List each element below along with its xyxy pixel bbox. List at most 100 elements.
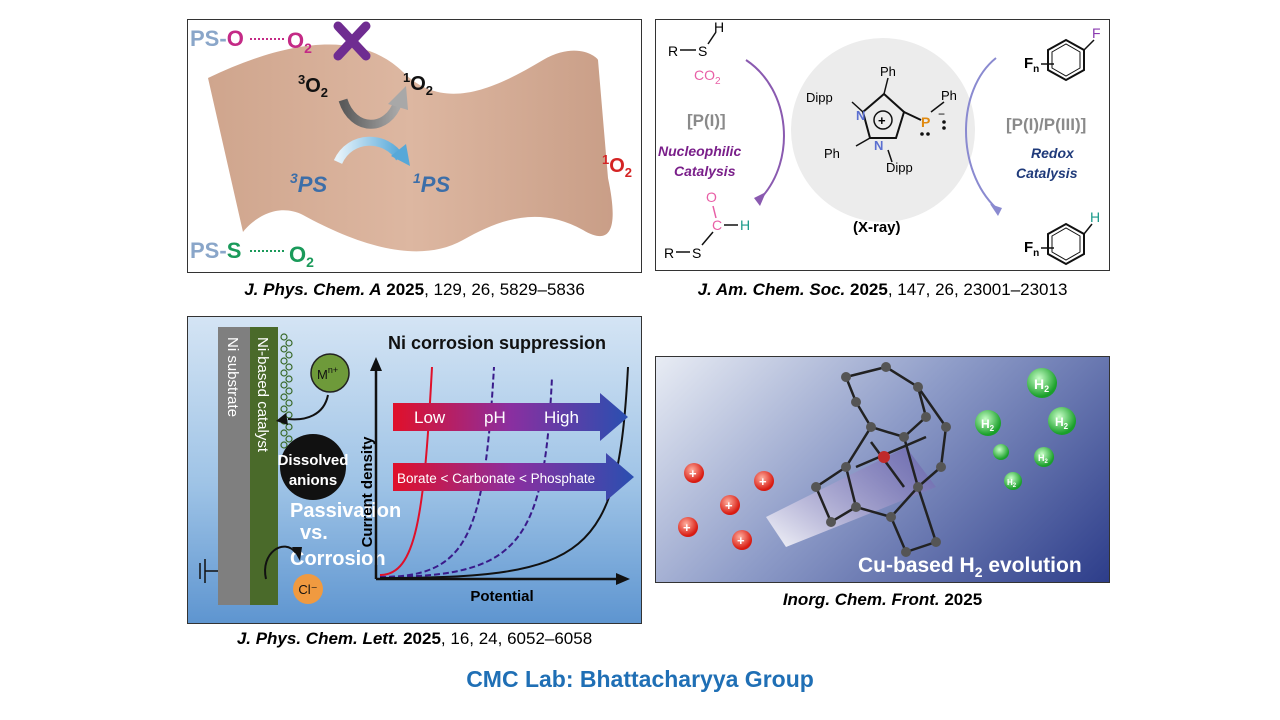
ni-catalyst-label: Ni-based catalyst [254, 337, 271, 453]
svg-text:S: S [698, 43, 707, 59]
panel-singlet-oxygen: PS-O O2 3O2 1O2 3PS 1PS 1O2 PS-S O2 [187, 19, 642, 273]
ni-catalyst-bar [250, 327, 278, 605]
svg-text:H: H [740, 217, 750, 233]
curve-black [379, 366, 629, 579]
co2-label: CO2 [694, 67, 721, 87]
svg-text:Nucleophilic: Nucleophilic [658, 143, 741, 159]
ph-label-3: Ph [941, 88, 957, 103]
svg-text:Redox: Redox [1031, 145, 1075, 161]
svg-text:High: High [544, 408, 579, 427]
anion-order-label: Borate < Carbonate < Phosphate [397, 471, 595, 486]
singlet-oxygen-scheme: PS-O O2 3O2 1O2 3PS 1PS 1O2 PS-S O2 [190, 21, 632, 270]
panel-phosphorus-catalysis: + N N P − Ph Ph Dipp Ph Dipp (X-ray) R S… [655, 19, 1110, 271]
svg-text:+: + [689, 466, 697, 481]
triplet-ps: 3PS [290, 170, 327, 197]
svg-text:H2: H2 [1007, 478, 1017, 489]
catalyst-backdrop [791, 38, 975, 222]
left-arrow-icon [745, 59, 785, 199]
ph-label-1: Ph [880, 64, 896, 79]
caption-4: Inorg. Chem. Front. 2025 [782, 590, 983, 609]
ph-label-2: Ph [824, 146, 840, 161]
caption-1: J. Phys. Chem. A 2025, 129, 26, 5829–583… [244, 280, 585, 299]
svg-text:H: H [1090, 209, 1100, 225]
panel-ni-corrosion: Ni substrate Ni-based catalyst Ni corros… [187, 316, 642, 624]
ps-o-label: PS-O [190, 26, 244, 51]
svg-text:R: R [664, 245, 674, 261]
corrosion-label: Corrosion [290, 548, 386, 570]
o2-label-top: O2 [287, 28, 312, 56]
material-sheet [208, 44, 613, 252]
svg-text:R: R [668, 43, 678, 59]
catalysis-scheme: + N N P − Ph Ph Dipp Ph Dipp (X-ray) R S… [658, 20, 1101, 266]
ps-s-label: PS-S [190, 238, 241, 263]
svg-text:+: + [725, 498, 733, 513]
svg-text:anions: anions [289, 472, 337, 489]
cu-complex-scheme: + + + + + H2 H2 H2 H2 H2 Cu-based H2 evo… [678, 362, 1082, 580]
curve-dashed-1 [379, 366, 495, 578]
charge-plus: + [878, 113, 886, 128]
svg-text:F: F [1092, 25, 1101, 41]
x-axis-label: Potential [470, 588, 533, 605]
panel-cu-h2: + + + + + H2 H2 H2 H2 H2 Cu-based H2 evo… [655, 356, 1110, 583]
corrosion-scheme: Ni substrate Ni-based catalyst Ni corros… [199, 327, 634, 605]
nitrogen-1: N [856, 108, 865, 123]
nitrogen-2: N [874, 138, 883, 153]
dissolved-anions-icon [280, 434, 346, 500]
gray-curved-arrow-icon [338, 98, 403, 129]
y-axis-label: Current density [359, 436, 376, 548]
svg-text:+: + [737, 533, 745, 548]
caption-3: J. Phys. Chem. Lett. 2025, 16, 24, 6052–… [236, 629, 593, 648]
svg-text:S: S [692, 245, 701, 261]
svg-text:−: − [938, 107, 945, 121]
blocked-cross-icon [333, 21, 371, 61]
anion-arrow [393, 453, 634, 501]
svg-text:H: H [714, 20, 724, 35]
svg-text:Catalysis: Catalysis [1016, 165, 1078, 181]
svg-text:+: + [759, 474, 767, 489]
ph-arrow [393, 393, 628, 441]
dipp-label-1: Dipp [806, 90, 833, 105]
pi-piii-catalyst: [P(I)/P(III)] [1006, 115, 1086, 134]
svg-text:H2: H2 [1038, 453, 1049, 465]
svg-text:C: C [712, 217, 722, 233]
atom-nodes [811, 362, 951, 557]
singlet-ps: 1PS [413, 170, 450, 197]
chloride-ion-icon [293, 574, 323, 604]
svg-text:Fn: Fn [1024, 239, 1039, 259]
xray-label: (X-ray) [853, 219, 901, 236]
metal-ion-icon [310, 353, 350, 393]
ni-substrate-label: Ni substrate [224, 337, 241, 417]
svg-text:H2: H2 [1034, 376, 1049, 394]
ni-substrate-bar [218, 327, 250, 605]
svg-text:O: O [706, 189, 717, 205]
right-arrow-icon [965, 57, 997, 209]
svg-text:Dissolved: Dissolved [278, 452, 349, 469]
svg-text:vs.: vs. [300, 522, 328, 544]
triplet-oxygen: 3O2 [298, 72, 328, 100]
svg-text:Cl⁻: Cl⁻ [298, 582, 317, 597]
phosphorus-atom: P [921, 114, 930, 130]
svg-text:+: + [683, 520, 691, 535]
passivation-label: Passivation [290, 500, 401, 522]
svg-text:Fn: Fn [1024, 55, 1039, 75]
svg-text:H2: H2 [981, 417, 995, 433]
proton-icons [678, 463, 774, 550]
svg-text:Catalysis: Catalysis [674, 163, 736, 179]
svg-text:H2: H2 [1055, 415, 1069, 431]
curve-dashed-2 [379, 376, 553, 578]
singlet-oxygen: 1O2 [403, 70, 433, 98]
metal-ion-label: Mn+ [317, 365, 338, 382]
corrosion-title: Ni corrosion suppression [388, 333, 606, 353]
singlet-oxygen-right: 1O2 [602, 152, 632, 180]
svg-text:pH: pH [484, 408, 506, 427]
cu-h2-banner: Cu-based H2 evolution [858, 554, 1082, 580]
o2-label-bottom: O2 [289, 242, 314, 270]
pi-catalyst: [P(I)] [687, 111, 726, 130]
svg-text:Low: Low [414, 408, 446, 427]
h2-bubbles [975, 368, 1076, 490]
catalyst-beads [280, 333, 293, 455]
dipp-label-2: Dipp [886, 160, 913, 175]
caption-2: J. Am. Chem. Soc. 2025, 147, 26, 23001–2… [697, 280, 1068, 299]
group-footer: CMC Lab: Bhattacharyya Group [466, 666, 814, 692]
blue-curved-arrow-icon [333, 136, 404, 165]
